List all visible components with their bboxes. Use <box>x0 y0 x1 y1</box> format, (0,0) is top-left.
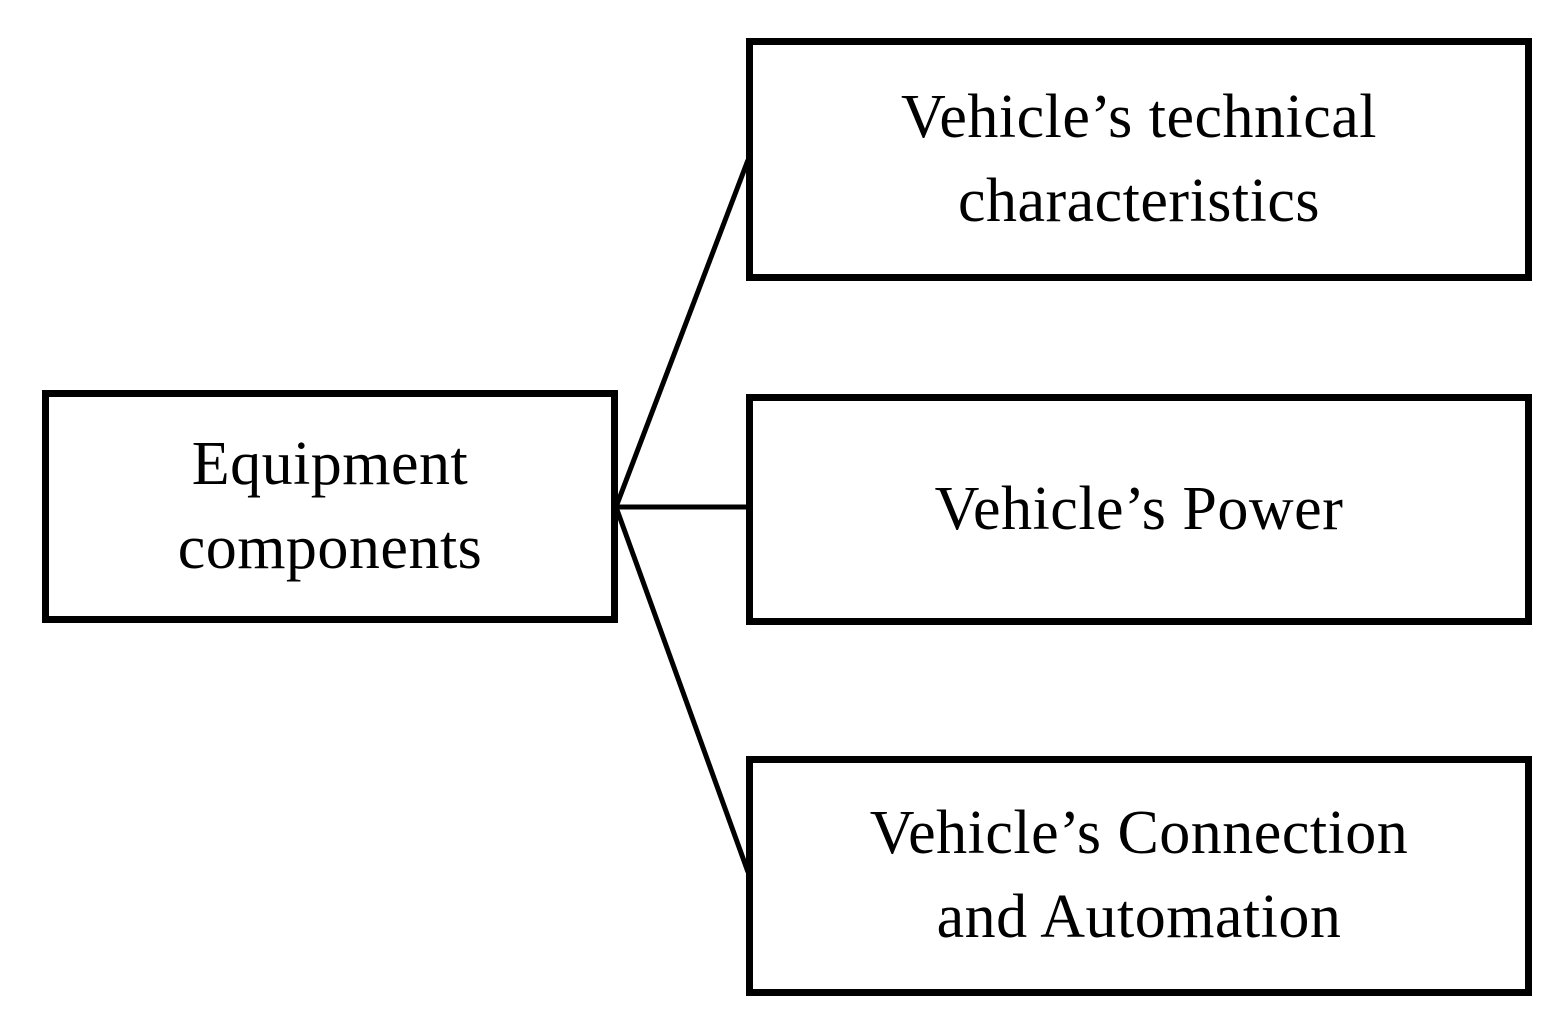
node-vehicles-technical-characteristics-label: Vehicle’s technical characteristics <box>900 82 1377 235</box>
node-equipment-components: Equipment components <box>42 390 618 623</box>
node-vehicles-technical-characteristics: Vehicle’s technical characteristics <box>746 38 1532 281</box>
node-equipment-components-label: Equipment components <box>177 429 483 582</box>
connector-root-to-technical-characteristics <box>613 159 751 508</box>
node-vehicles-power: Vehicle’s Power <box>746 394 1532 625</box>
node-vehicles-connection-and-automation: Vehicle’s Connection and Automation <box>746 756 1532 996</box>
node-vehicles-connection-and-automation-label: Vehicle’s Connection and Automation <box>869 799 1409 951</box>
node-vehicles-power-label: Vehicle’s Power <box>934 474 1344 543</box>
connector-root-to-connection-automation <box>613 506 751 873</box>
